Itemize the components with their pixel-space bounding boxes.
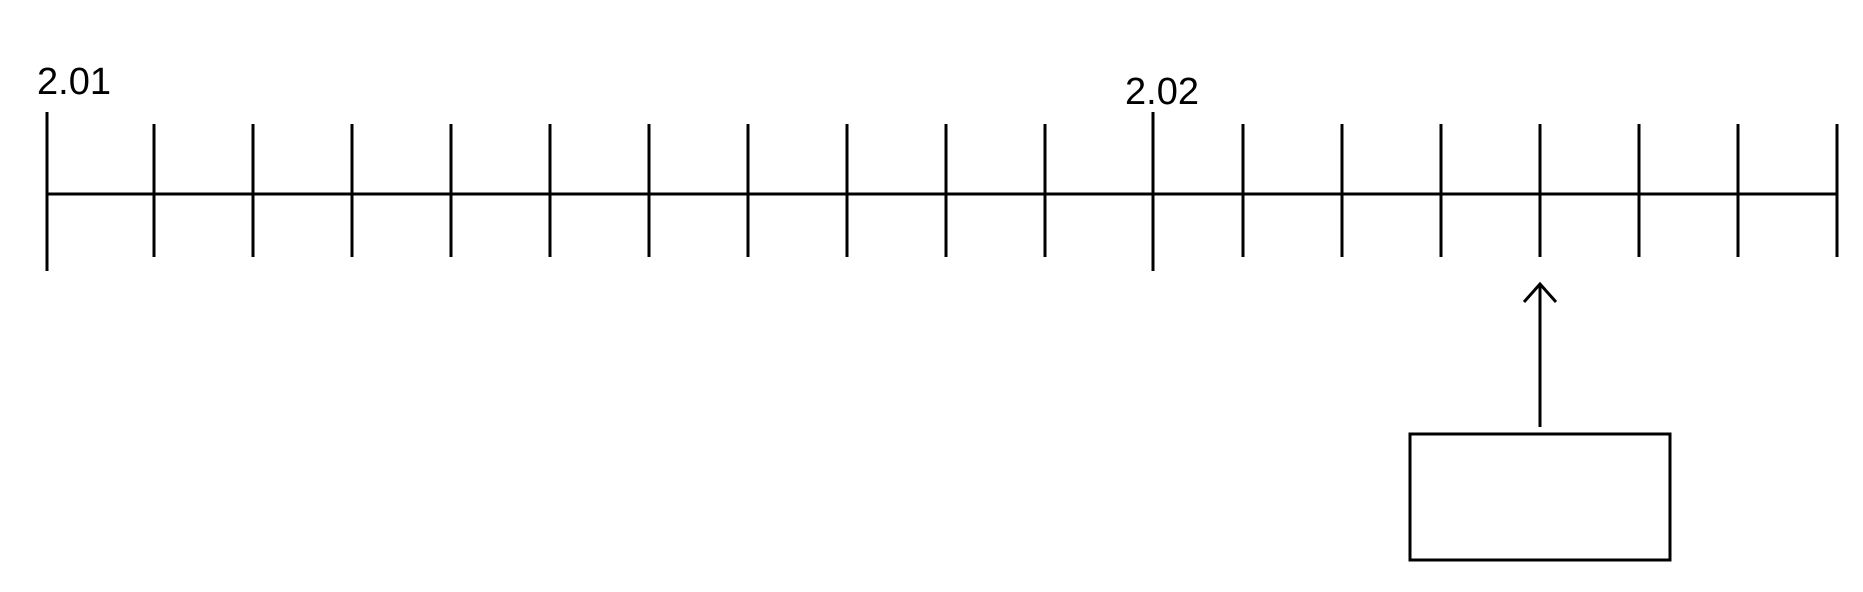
tick-label: 2.01 [37, 61, 111, 103]
label-group: 2.01 2.02 [37, 61, 1199, 113]
tick-label: 2.02 [1125, 71, 1199, 113]
pointer-arrow-head [1522, 281, 1558, 303]
answer-box[interactable] [1408, 432, 1672, 562]
tick-group [45, 112, 1839, 271]
